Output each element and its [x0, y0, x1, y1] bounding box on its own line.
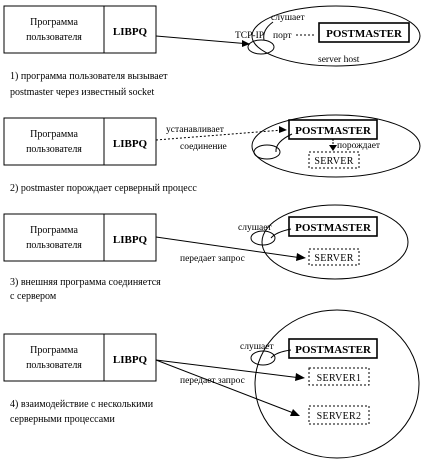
libpq-label-2: LIBPQ	[113, 138, 148, 150]
panel-2: Программа пользователя LIBPQ устанавлива…	[3, 114, 421, 194]
tcp-ip-label: TCP-IP	[235, 31, 264, 41]
libpq-label-3: LIBPQ	[113, 234, 148, 246]
connect-dashed-arrow	[155, 129, 284, 141]
request-arrowhead-4b	[290, 409, 300, 416]
server1-label: SERVER1	[317, 373, 362, 384]
server-host-label: server host	[318, 55, 360, 65]
establishes-label-a: устанавливает	[166, 125, 225, 135]
server-host-ellipse-4	[254, 309, 420, 459]
server-label-2: SERVER	[314, 156, 353, 167]
socket-ellipse-3	[250, 230, 276, 246]
postmaster-box-4	[288, 338, 378, 359]
postmaster-label-2: POSTMASTER	[295, 125, 372, 137]
client-program-label-2a: Программа	[30, 129, 78, 140]
listens-label-3: слушает	[238, 223, 272, 233]
establishes-label-b: соединение	[180, 142, 227, 152]
server-label-3: SERVER	[314, 253, 353, 264]
client-program-label-3a: Программа	[30, 225, 78, 236]
libpq-label-4: LIBPQ	[113, 354, 148, 366]
request-arrow-4b	[155, 359, 297, 415]
caption-1a: 1) программа пользователя вызывает	[10, 71, 168, 82]
port-label: порт	[273, 31, 292, 41]
sends-request-label-4: передает запрос	[180, 376, 245, 386]
client-program-label-3b: пользователя	[26, 240, 82, 251]
panel-1: Программа пользователя LIBPQ слушает POS…	[3, 5, 421, 98]
client-program-label-1b: пользователя	[26, 32, 82, 43]
client-program-label-2b: пользователя	[26, 144, 82, 155]
request-arrowhead-4a	[295, 373, 305, 381]
server-host-ellipse-2	[251, 114, 421, 178]
server2-box	[308, 405, 370, 425]
server-host-ellipse-3	[261, 204, 409, 280]
client-program-label-4a: Программа	[30, 345, 78, 356]
listen-curve-2	[275, 133, 293, 153]
call-arrow-1	[155, 35, 251, 45]
connect-arrowhead	[279, 126, 287, 133]
call-arrowhead-1	[242, 40, 250, 47]
client-box-2	[3, 117, 157, 166]
postmaster-label-4: POSTMASTER	[295, 344, 372, 356]
postmaster-label-3: POSTMASTER	[295, 222, 372, 234]
spawn-arrowhead	[329, 145, 337, 151]
spawns-label: порождает	[337, 141, 381, 151]
server-box-2	[308, 151, 360, 169]
panel-3: Программа пользователя LIBPQ слушает POS…	[3, 204, 409, 302]
panel-4: Программа пользователя LIBPQ слушает POS…	[3, 309, 420, 459]
libpq-label-1: LIBPQ	[113, 26, 148, 38]
caption-3b: с сервером	[10, 291, 57, 302]
caption-4b: серверными процессами	[10, 414, 116, 425]
postmaster-box-3	[288, 216, 378, 237]
listens-label-4: слушает	[240, 342, 274, 352]
caption-2: 2) postmaster порождает серверный процес…	[10, 183, 197, 194]
caption-1b: postmaster через известный socket	[10, 87, 154, 98]
client-box-1	[3, 5, 157, 54]
server2-label: SERVER2	[317, 411, 362, 422]
request-arrow-3	[155, 236, 303, 259]
server-host-ellipse-1	[251, 5, 421, 67]
socket-ellipse-4	[250, 350, 276, 366]
socket-ellipse-1	[247, 39, 275, 55]
listen-curve-1	[263, 21, 274, 41]
caption-3a: 3) внешняя программа соединяется	[10, 277, 161, 288]
listens-label-1: слушает	[271, 13, 305, 23]
client-program-label-1a: Программа	[30, 17, 78, 28]
listen-curve-3	[270, 228, 292, 239]
server1-box	[308, 367, 370, 386]
client-box-4	[3, 333, 157, 382]
listen-curve-4	[270, 349, 292, 359]
server-box-3	[308, 248, 360, 266]
caption-4a: 4) взаимодействие с несколькими	[10, 399, 154, 410]
request-arrowhead-3	[296, 253, 306, 261]
postmaster-label-1: POSTMASTER	[326, 28, 403, 40]
client-program-label-4b: пользователя	[26, 360, 82, 371]
postmaster-box-1	[318, 22, 410, 43]
socket-ellipse-2	[253, 144, 281, 160]
request-arrow-4a	[155, 359, 302, 379]
sends-request-label-3: передает запрос	[180, 254, 245, 264]
